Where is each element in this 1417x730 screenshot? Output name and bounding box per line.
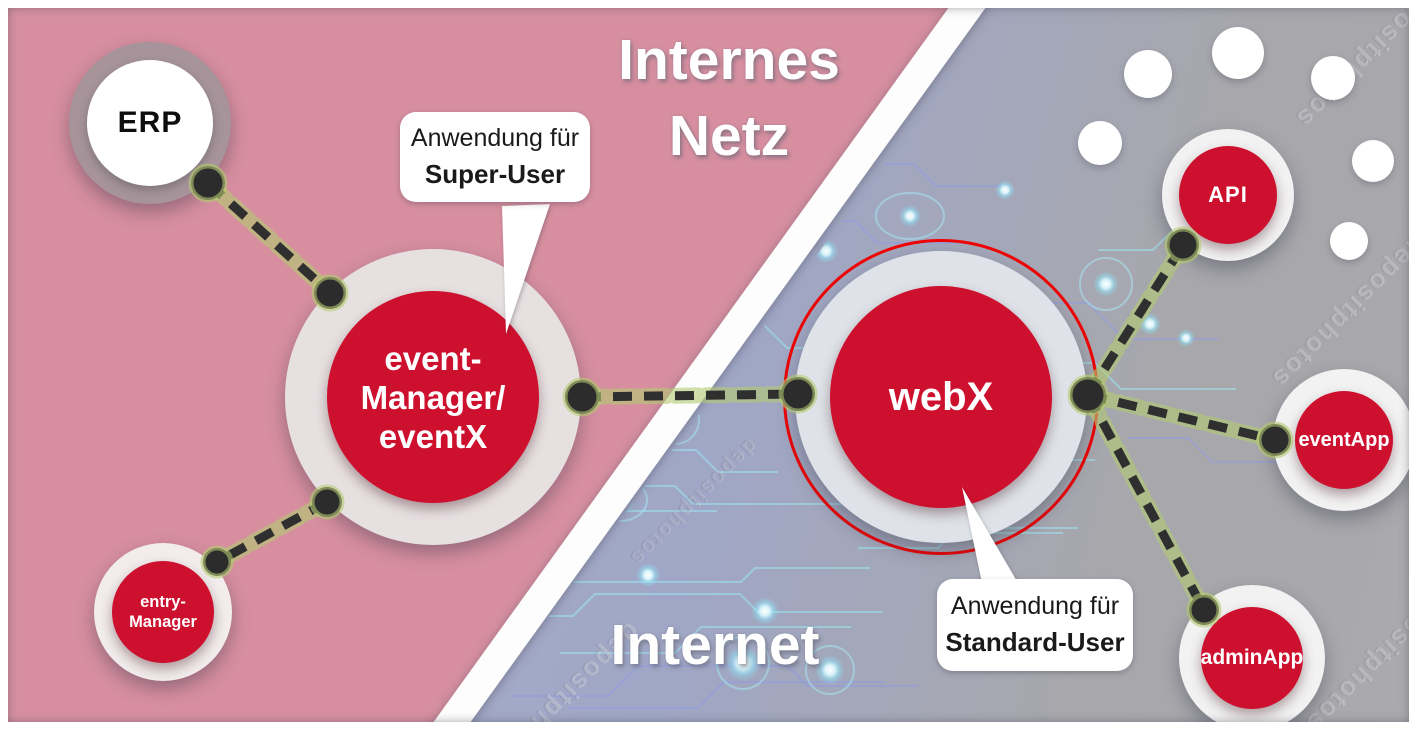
link-eventmanager-entrymanager [214,498,330,566]
connection-dot [1067,374,1109,416]
callout-super-user-tail [502,204,550,334]
node-entry-manager: entry- Manager [94,543,232,681]
node-event-app: eventApp [1273,369,1409,511]
node-entry-manager-label: entry- Manager [129,593,197,631]
callout-super-user-line1: Anwendung für [410,124,580,152]
connection-links [188,163,1294,628]
decorative-circle [1330,222,1368,260]
connection-dot [311,274,349,312]
callout-tails [502,204,1018,583]
decorative-circle [1124,50,1172,98]
diagram-canvas: depositphotos depositphotos depositphoto… [8,8,1409,722]
title-internes-netz: Internes Netz [618,28,840,168]
network-divider [433,8,986,722]
node-event-app-label: eventApp [1298,428,1390,451]
node-webx-circle: webX [830,286,1052,508]
link-erp-eventmanager [204,179,334,297]
node-erp-label: ERP [117,106,183,139]
connection-dot [1186,592,1222,628]
node-erp-circle: ERP [87,60,213,186]
connection-dot [200,545,234,579]
decorative-circle [1352,140,1394,182]
connection-dot [778,374,818,414]
node-admin-app-circle: adminApp [1201,607,1303,709]
node-api-label: API [1208,182,1248,207]
node-api-circle: API [1179,146,1277,244]
node-webx: webX [795,251,1087,543]
callout-super-user: Anwendung für Super-User [400,112,590,202]
title-internet: Internet [610,613,820,677]
callout-standard-user-line1: Anwendung für [950,592,1120,620]
connection-dot [309,484,345,520]
callout-standard-user-tail [962,487,1018,583]
connection-dot [562,377,602,417]
callout-standard-user-line2: Standard-User [945,627,1125,657]
node-entry-manager-circle: entry- Manager [112,561,214,663]
node-event-manager-label: event- Manager/ eventX [360,339,506,455]
connection-dot [1256,421,1294,459]
node-event-manager-circle: event- Manager/ eventX [327,291,539,503]
link-webx-adminapp [1084,392,1208,613]
connection-dot [188,163,228,203]
link-eventmanager-webx [581,389,799,402]
node-erp: ERP [69,42,231,204]
decorative-circle [1212,27,1264,79]
node-event-app-circle: eventApp [1295,391,1393,489]
decorative-circle [1311,56,1355,100]
node-webx-label: webX [888,374,994,419]
link-webx-eventapp [1086,390,1277,445]
decorative-circle [1078,121,1122,165]
link-webx-api-glow [1080,237,1191,403]
connection-dot [1164,226,1202,264]
callout-super-user-line2: Super-User [424,159,566,189]
node-admin-app-label: adminApp [1200,646,1304,669]
callout-standard-user: Anwendung für Standard-User [937,579,1133,671]
